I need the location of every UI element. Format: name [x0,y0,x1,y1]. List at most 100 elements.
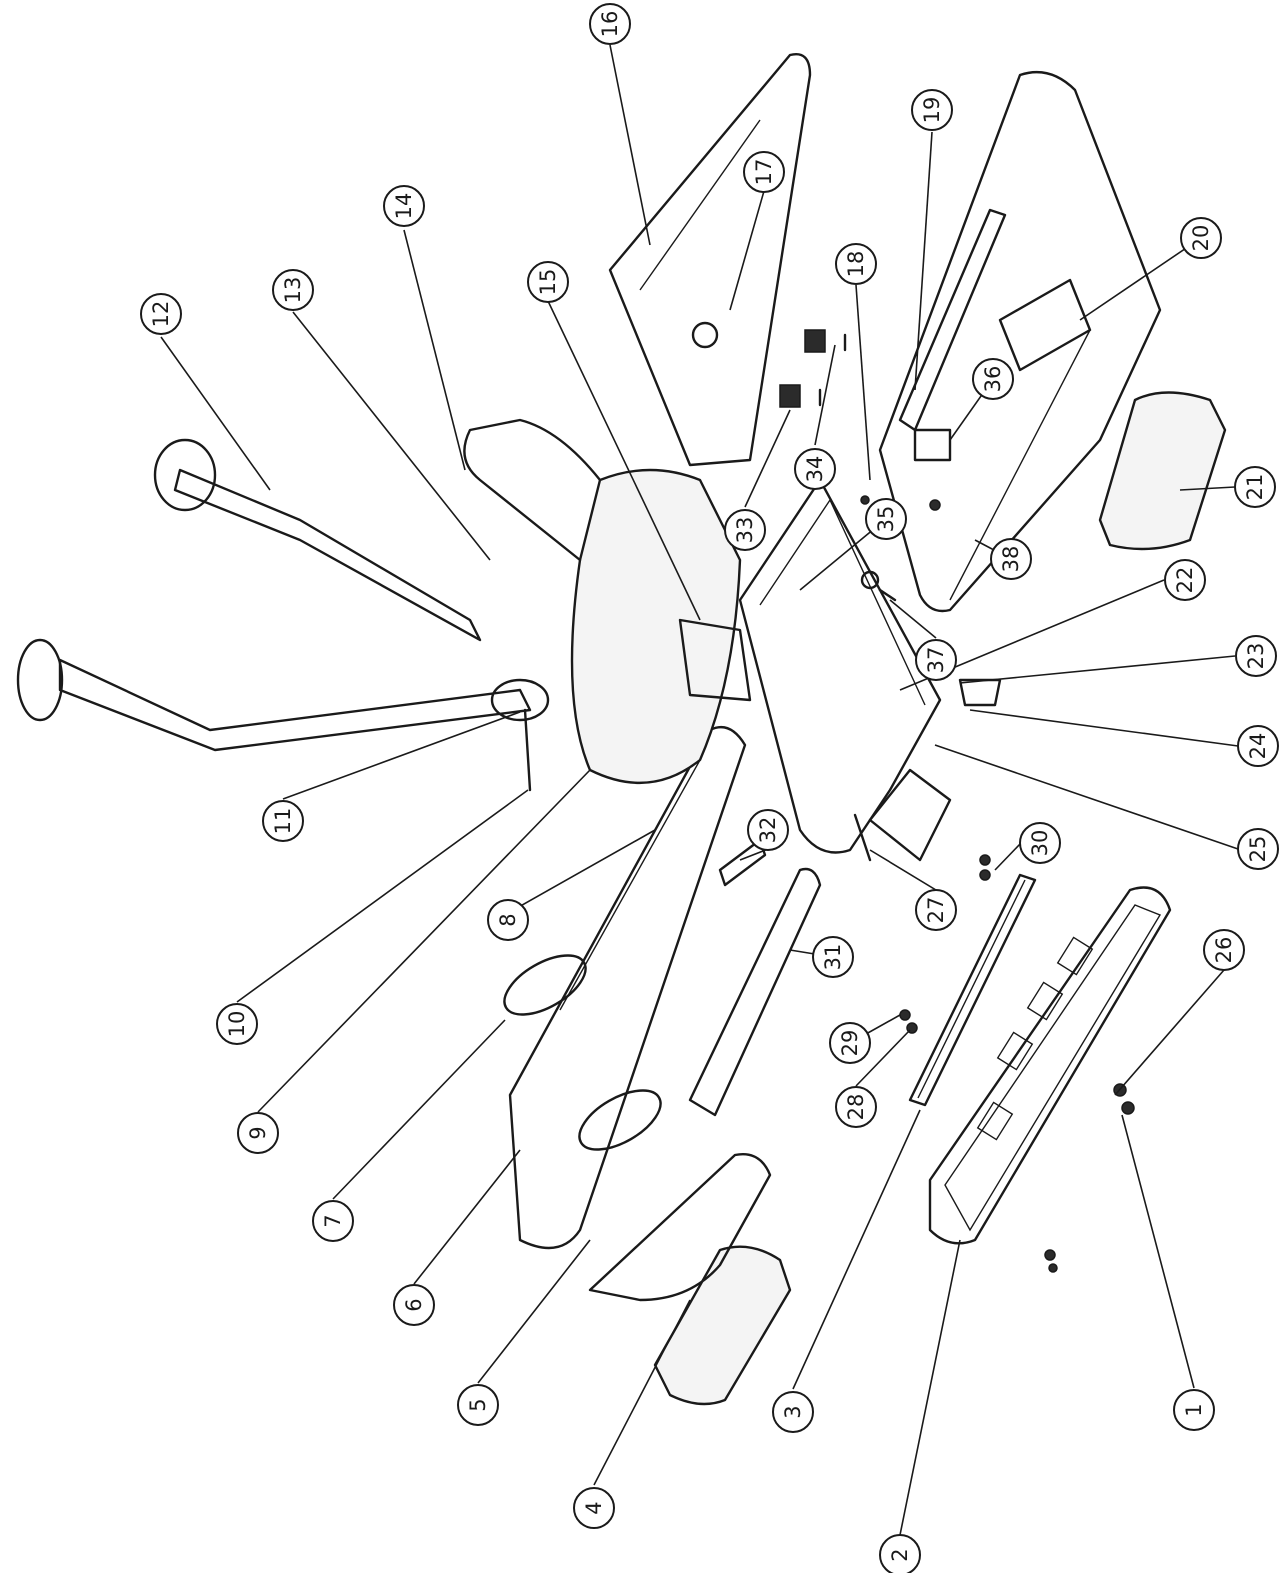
callout-circle [879,1534,921,1573]
callout-circle [216,1003,258,1045]
callout-22: 22 [1164,559,1206,601]
callout-label: 29 [838,1030,862,1057]
callout-label: 27 [924,897,948,924]
part-center-body [463,418,752,785]
callout-label: 38 [999,546,1023,573]
callout-circle [262,800,304,842]
callout-circle [393,1284,435,1326]
part-rail [908,873,1037,1107]
callout-circle [237,1112,279,1154]
part-right-pad [1098,391,1227,551]
callout-label: 3 [781,1405,805,1418]
callout-11: 11 [262,800,304,842]
callout-label: 4 [582,1501,606,1514]
callout-circle [972,358,1014,400]
callout-15: 15 [527,261,569,303]
callout-label: 25 [1246,836,1270,863]
callout-circle [1173,1389,1215,1431]
callout-25: 25 [1237,828,1279,870]
callout-label: 22 [1173,567,1197,594]
callout-label: 10 [225,1011,249,1038]
callout-35: 35 [865,498,907,540]
part-left-pad [653,1245,792,1406]
callout-circle [527,261,569,303]
callout-circle [1234,466,1276,508]
callout-label: 9 [246,1126,270,1139]
callout-28: 28 [835,1086,877,1128]
callout-6: 6 [393,1284,435,1326]
callout-26: 26 [1203,929,1245,971]
callout-circle [990,538,1032,580]
callout-circle [829,1022,871,1064]
callout-label: 14 [392,193,416,220]
callout-label: 21 [1243,474,1267,501]
callout-18: 18 [835,243,877,285]
callout-circle [487,899,529,941]
callout-circle [772,1391,814,1433]
callout-circle [1237,828,1279,870]
callout-label: 7 [321,1214,345,1227]
callout-circle [911,89,953,131]
leader-lines [160,44,1239,1536]
callout-label: 2 [888,1548,912,1561]
callout-label: 37 [924,647,948,674]
callout-label: 1 [1182,1403,1206,1416]
callout-circle [812,936,854,978]
callout-circle [589,3,631,45]
part-right-arm [878,70,1162,613]
callout-group: 1234567891011121314151617181920212223242… [140,3,1279,1573]
callout-circle [1203,929,1245,971]
callout-1: 1 [1173,1389,1215,1431]
callout-29: 29 [829,1022,871,1064]
callout-label: 20 [1189,225,1213,252]
callout-17: 17 [743,151,785,193]
callout-circle [573,1487,615,1529]
callout-10: 10 [216,1003,258,1045]
callout-label: 32 [756,817,780,844]
callout-19: 19 [911,89,953,131]
callout-37: 37 [915,639,957,681]
callout-label: 30 [1028,830,1052,857]
callout-2: 2 [879,1534,921,1573]
callout-circle [835,1086,877,1128]
callout-label: 35 [874,506,898,533]
callout-9: 9 [237,1112,279,1154]
callout-36: 36 [972,358,1014,400]
callout-label: 36 [981,366,1005,393]
callout-label: 34 [803,456,827,483]
callout-circle [724,509,766,551]
callout-circle [1019,822,1061,864]
callout-label: 12 [149,301,173,328]
callout-label: 8 [496,913,520,926]
callout-circle [743,151,785,193]
part-hardware [718,329,1135,1273]
callout-circle [1180,217,1222,259]
callout-14: 14 [383,185,425,227]
callout-circle [140,293,182,335]
callout-21: 21 [1234,466,1276,508]
callout-label: 17 [752,159,776,186]
callout-label: 23 [1244,643,1268,670]
callout-33: 33 [724,509,766,551]
callout-label: 33 [733,517,757,544]
callout-4: 4 [573,1487,615,1529]
callout-3: 3 [772,1391,814,1433]
callout-circle [747,809,789,851]
callout-7: 7 [312,1200,354,1242]
callout-circle [1164,559,1206,601]
callout-label: 15 [536,269,560,296]
callout-label: 19 [920,97,944,124]
callout-24: 24 [1237,725,1279,767]
callout-circle [915,889,957,931]
callout-30: 30 [1019,822,1061,864]
callout-label: 24 [1246,733,1270,760]
callout-label: 5 [466,1398,490,1411]
callout-13: 13 [272,269,314,311]
callout-circle [383,185,425,227]
callout-34: 34 [794,448,836,490]
callout-circle [865,498,907,540]
callout-label: 6 [402,1298,426,1311]
callout-circle [312,1200,354,1242]
callout-12: 12 [140,293,182,335]
